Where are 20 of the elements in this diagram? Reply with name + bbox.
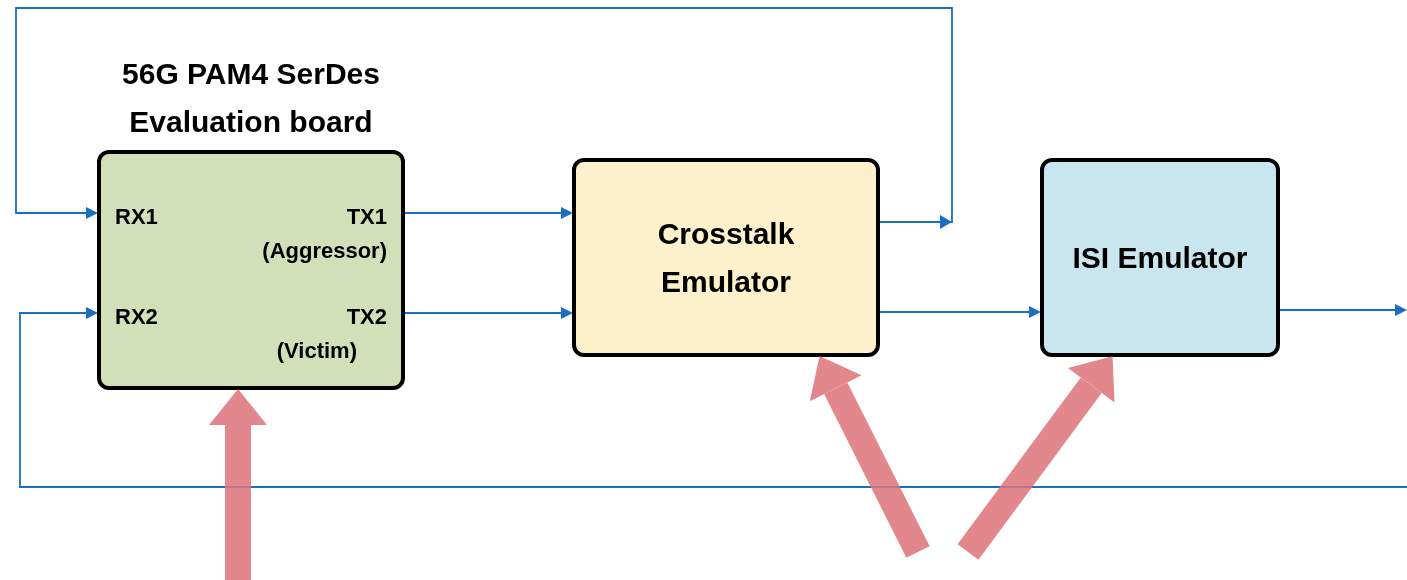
connector-arrow [19,307,1407,488]
port-label: RX2 [115,303,158,331]
port-label: RX1 [115,203,158,231]
port-label: TX1 [346,203,387,231]
port-label: (Victim) [276,337,357,365]
thick-arrow [209,389,267,580]
process-box [1040,158,1280,357]
thick-arrow [809,356,930,558]
block-label: Crosstalk Emulator [656,215,796,300]
port-label: TX2 [346,303,387,331]
connector-arrow [404,307,573,319]
connector-arrow [879,306,1041,318]
connector-arrow [404,207,573,219]
connector-arrow [1279,304,1407,316]
connector-arrow [15,7,953,229]
block-label: ISI Emulator [1072,239,1248,276]
board-heading: 56G PAM4 SerDes Evaluation board [121,56,381,140]
process-box [572,158,880,357]
port-label: (Aggressor) [262,237,387,265]
thick-arrow [957,356,1115,560]
